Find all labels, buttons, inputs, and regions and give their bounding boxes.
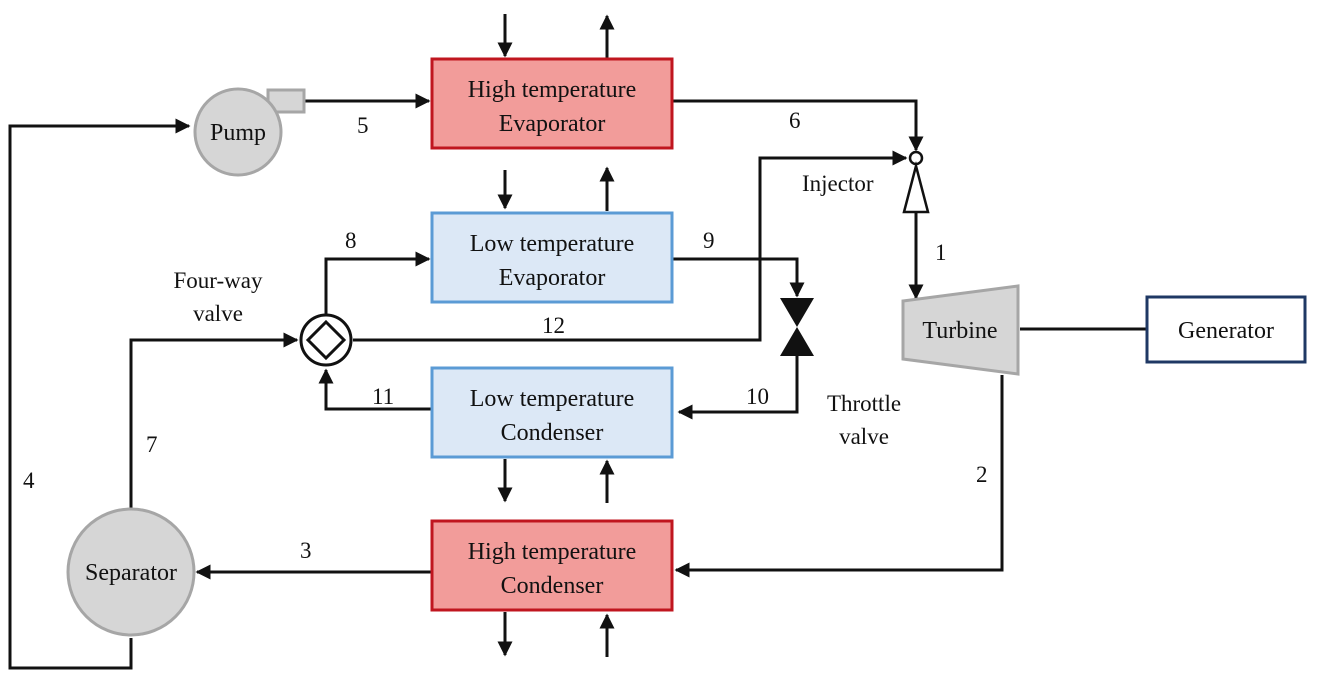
pipe-10 bbox=[677, 356, 799, 420]
pipe-7 bbox=[129, 332, 299, 508]
pump: Pump bbox=[193, 87, 306, 177]
stream-label-2: 2 bbox=[976, 462, 988, 487]
low-temp-evaporator-line1: Low temperature bbox=[470, 231, 635, 257]
stream-label-7: 7 bbox=[146, 432, 158, 457]
stream-label-12: 12 bbox=[542, 313, 565, 338]
low-temp-condenser: Low temperature Condenser bbox=[430, 366, 674, 459]
pipe-12 bbox=[353, 150, 908, 342]
turbine: Turbine bbox=[901, 284, 1020, 376]
pump-label: Pump bbox=[210, 120, 266, 146]
pipe-8 bbox=[324, 251, 431, 314]
pipe-11 bbox=[318, 368, 432, 411]
four-way-valve-label-line2: valve bbox=[193, 301, 243, 326]
four-way-valve-icon bbox=[299, 313, 353, 367]
stream-label-1: 1 bbox=[935, 240, 947, 265]
throttle-valve-icon bbox=[780, 298, 814, 356]
low-temp-condenser-line1: Low temperature bbox=[470, 386, 635, 412]
pipe-4 bbox=[8, 118, 191, 670]
pipe-2 bbox=[674, 375, 1004, 578]
injector-icon bbox=[902, 150, 930, 214]
low-temp-evaporator-line2: Evaporator bbox=[499, 265, 606, 291]
stream-label-3: 3 bbox=[300, 538, 312, 563]
four-way-valve-label-line1: Four-way bbox=[174, 268, 263, 293]
separator: Separator bbox=[66, 507, 196, 637]
high-temp-condenser: High temperature Condenser bbox=[430, 519, 674, 612]
stream-label-10: 10 bbox=[746, 384, 769, 409]
pipe-9 bbox=[672, 257, 805, 298]
high-temp-condenser-line2: Condenser bbox=[501, 573, 604, 599]
stream-label-11: 11 bbox=[372, 384, 394, 409]
stream-label-4: 4 bbox=[23, 468, 35, 493]
stream-label-5: 5 bbox=[357, 113, 369, 138]
stream-label-9: 9 bbox=[703, 228, 715, 253]
stream-label-8: 8 bbox=[345, 228, 357, 253]
stream-label-6: 6 bbox=[789, 108, 801, 133]
high-temp-condenser-line1: High temperature bbox=[468, 539, 637, 565]
separator-label: Separator bbox=[85, 560, 177, 586]
turbine-label: Turbine bbox=[922, 318, 997, 344]
low-temp-condenser-line2: Condenser bbox=[501, 420, 604, 446]
throttle-valve-label-line2: valve bbox=[839, 424, 889, 449]
generator-label: Generator bbox=[1178, 318, 1274, 344]
generator: Generator bbox=[1145, 295, 1307, 364]
injector-label: Injector bbox=[802, 171, 874, 196]
high-temp-evaporator: High temperature Evaporator bbox=[430, 57, 674, 150]
low-temp-evaporator: Low temperature Evaporator bbox=[430, 211, 674, 304]
high-temp-evaporator-line1: High temperature bbox=[468, 77, 637, 103]
throttle-valve-label-line1: Throttle bbox=[827, 391, 901, 416]
high-temp-evaporator-line2: Evaporator bbox=[499, 111, 606, 137]
pipe-6 bbox=[672, 99, 924, 152]
